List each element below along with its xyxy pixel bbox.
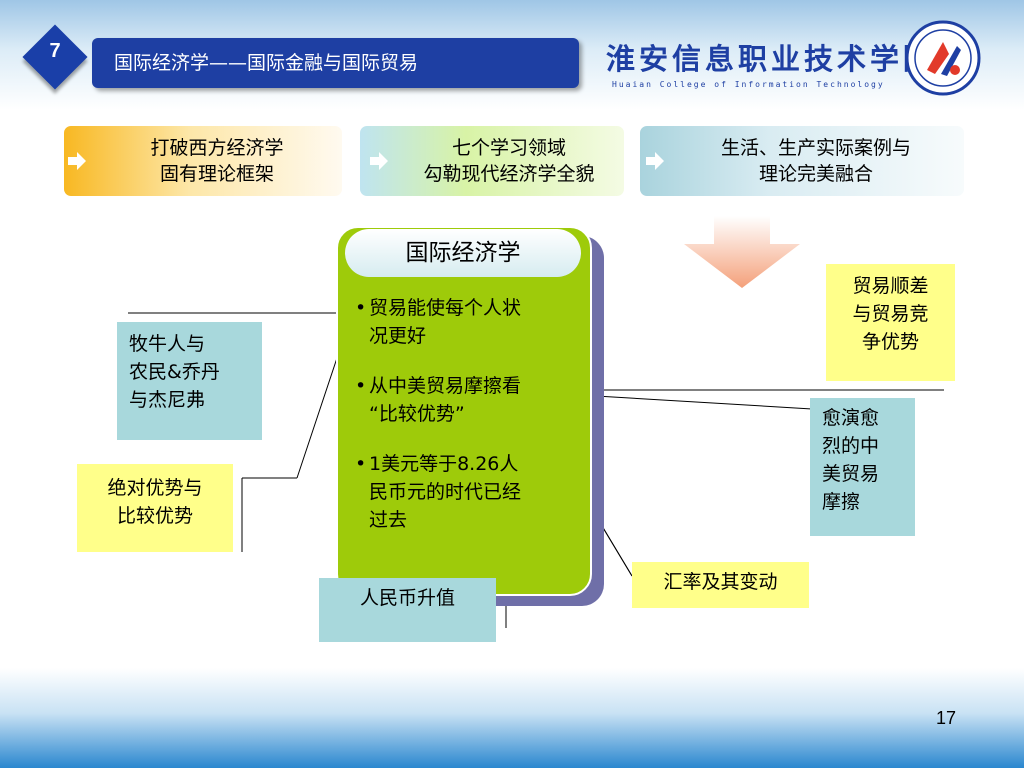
callout-exchange-rate: 汇率及其变动 [632, 562, 809, 608]
tab-label-line: 七个学习领域 [451, 137, 566, 159]
slide-title: 国际经济学——国际金融与国际贸易 [92, 38, 579, 88]
panel-bullet-exchange-rate: 1美元等于8.26人 民币元的时代已经 过去 [355, 450, 580, 534]
callout-line: 美贸易 [822, 463, 880, 485]
arrow-right-icon [68, 152, 86, 170]
tab-label-line: 打破西方经济学 [150, 137, 284, 159]
tab-label-line: 理论完美融合 [758, 163, 873, 185]
page-number: 17 [936, 708, 957, 728]
callout-line: 比较优势 [116, 505, 193, 527]
arrow-right-icon [370, 152, 388, 170]
callout-line: 绝对优势与 [107, 477, 203, 499]
footer-background [0, 668, 1024, 768]
callout-trade-surplus: 贸易顺差 与贸易竞 争优势 [826, 264, 955, 381]
bullet-line: “比较优势” [369, 403, 465, 425]
arrow-right-icon [646, 152, 664, 170]
callout-line: 与贸易竞 [852, 303, 929, 325]
panel-title: 国际经济学 [345, 229, 581, 277]
panel-bullet-trade-friction: 从中美贸易摩擦看 “比较优势” [355, 372, 580, 428]
tab-label-line: 勾勒现代经济学全貌 [423, 163, 595, 185]
college-name: 淮安信息职业技术学院 [606, 42, 937, 76]
tab-label-line: 固有理论框架 [159, 163, 274, 185]
callout-line: 贸易顺差 [852, 275, 929, 297]
tab-break-western-framework: 打破西方经济学 固有理论框架 [64, 126, 342, 196]
bullet-line: 况更好 [369, 325, 427, 347]
callout-line: 汇率及其变动 [663, 571, 778, 593]
callout-line: 争优势 [861, 331, 919, 353]
panel-bullet-trade-benefits: 贸易能使每个人状 况更好 [355, 294, 580, 350]
callout-line: 人民币升值 [359, 587, 455, 609]
bullet-line: 贸易能使每个人状 [369, 297, 522, 319]
bullet-line: 民币元的时代已经 [369, 481, 522, 503]
tab-seven-learning-areas: 七个学习领域 勾勒现代经济学全貌 [360, 126, 624, 196]
college-logo-icon [905, 20, 981, 96]
callout-cowboy-farmer: 牧牛人与 农民&乔丹 与杰尼弗 [117, 322, 262, 440]
callout-line: 牧牛人与 [129, 333, 206, 355]
college-name-english: Huaian College of Information Technology [612, 80, 885, 89]
section-number: 7 [49, 40, 61, 62]
callout-absolute-comparative: 绝对优势与 比较优势 [77, 464, 233, 552]
callout-sino-us-friction: 愈演愈 烈的中 美贸易 摩擦 [810, 398, 915, 536]
bullet-line: 1美元等于8.26人 [369, 453, 519, 475]
callout-line: 烈的中 [822, 435, 880, 457]
tab-case-theory-integration: 生活、生产实际案例与 理论完美融合 [640, 126, 964, 196]
callout-line: 农民&乔丹 [129, 361, 220, 383]
down-arrow-icon [684, 216, 800, 288]
tab-label-line: 生活、生产实际案例与 [720, 137, 911, 159]
bullet-line: 过去 [369, 509, 408, 531]
callout-rmb-appreciation: 人民币升值 [319, 578, 496, 642]
bullet-line: 从中美贸易摩擦看 [369, 375, 522, 397]
callout-line: 愈演愈 [822, 407, 880, 429]
callout-line: 与杰尼弗 [129, 389, 206, 411]
callout-line: 摩擦 [822, 491, 861, 513]
